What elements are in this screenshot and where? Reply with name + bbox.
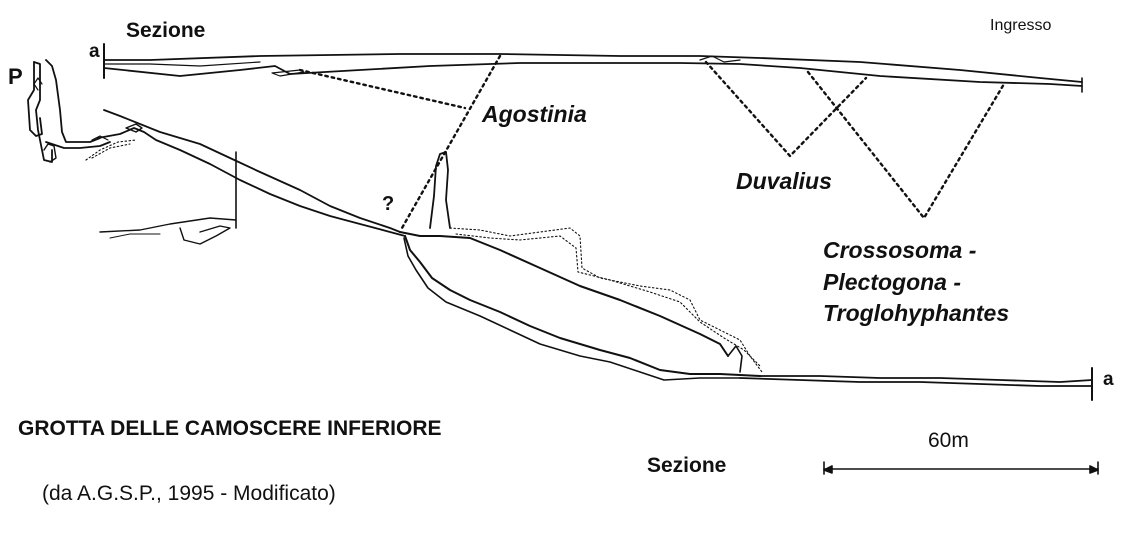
- entrance-label: Ingresso: [990, 17, 1052, 34]
- dotted-side-passages: [85, 139, 137, 161]
- unknown-marker: ?: [382, 193, 395, 215]
- species-group-line3-label: Troglohyphantes: [823, 300, 1010, 326]
- dotted-uncertain-passage: [449, 227, 763, 373]
- section-marker-start: a: [89, 41, 100, 62]
- section-marker-end: a: [1103, 369, 1114, 390]
- left-passage: [91, 109, 406, 245]
- species-group-line2-label: Plectogona -: [823, 269, 962, 295]
- species-duvalius-label: Duvalius: [736, 168, 832, 194]
- figure-source: (da A.G.S.P., 1995 - Modificato): [42, 482, 336, 505]
- scale-bar: [823, 461, 1099, 475]
- species-agostinia-label: Agostinia: [482, 101, 587, 127]
- upper-gallery: [103, 53, 1083, 93]
- lower-gallery: [739, 367, 1093, 401]
- top-section-label: Sezione: [126, 19, 206, 42]
- duvalius-sampling-lines: [704, 60, 868, 158]
- main-descending-passage: [399, 231, 761, 381]
- species-group-line1-label: Crossosoma -: [823, 237, 977, 263]
- bottom-section-label: Sezione: [647, 454, 727, 477]
- scale-label: 60m: [928, 429, 969, 452]
- agostinia-sampling-lines: [298, 54, 502, 230]
- pit-label: P: [8, 64, 23, 89]
- figure-title: GROTTA DELLE CAMOSCERE INFERIORE: [18, 417, 442, 440]
- troglohyphantes-sampling-lines: [806, 70, 1006, 220]
- pit-shaft: [27, 59, 111, 163]
- chimney: [429, 151, 451, 229]
